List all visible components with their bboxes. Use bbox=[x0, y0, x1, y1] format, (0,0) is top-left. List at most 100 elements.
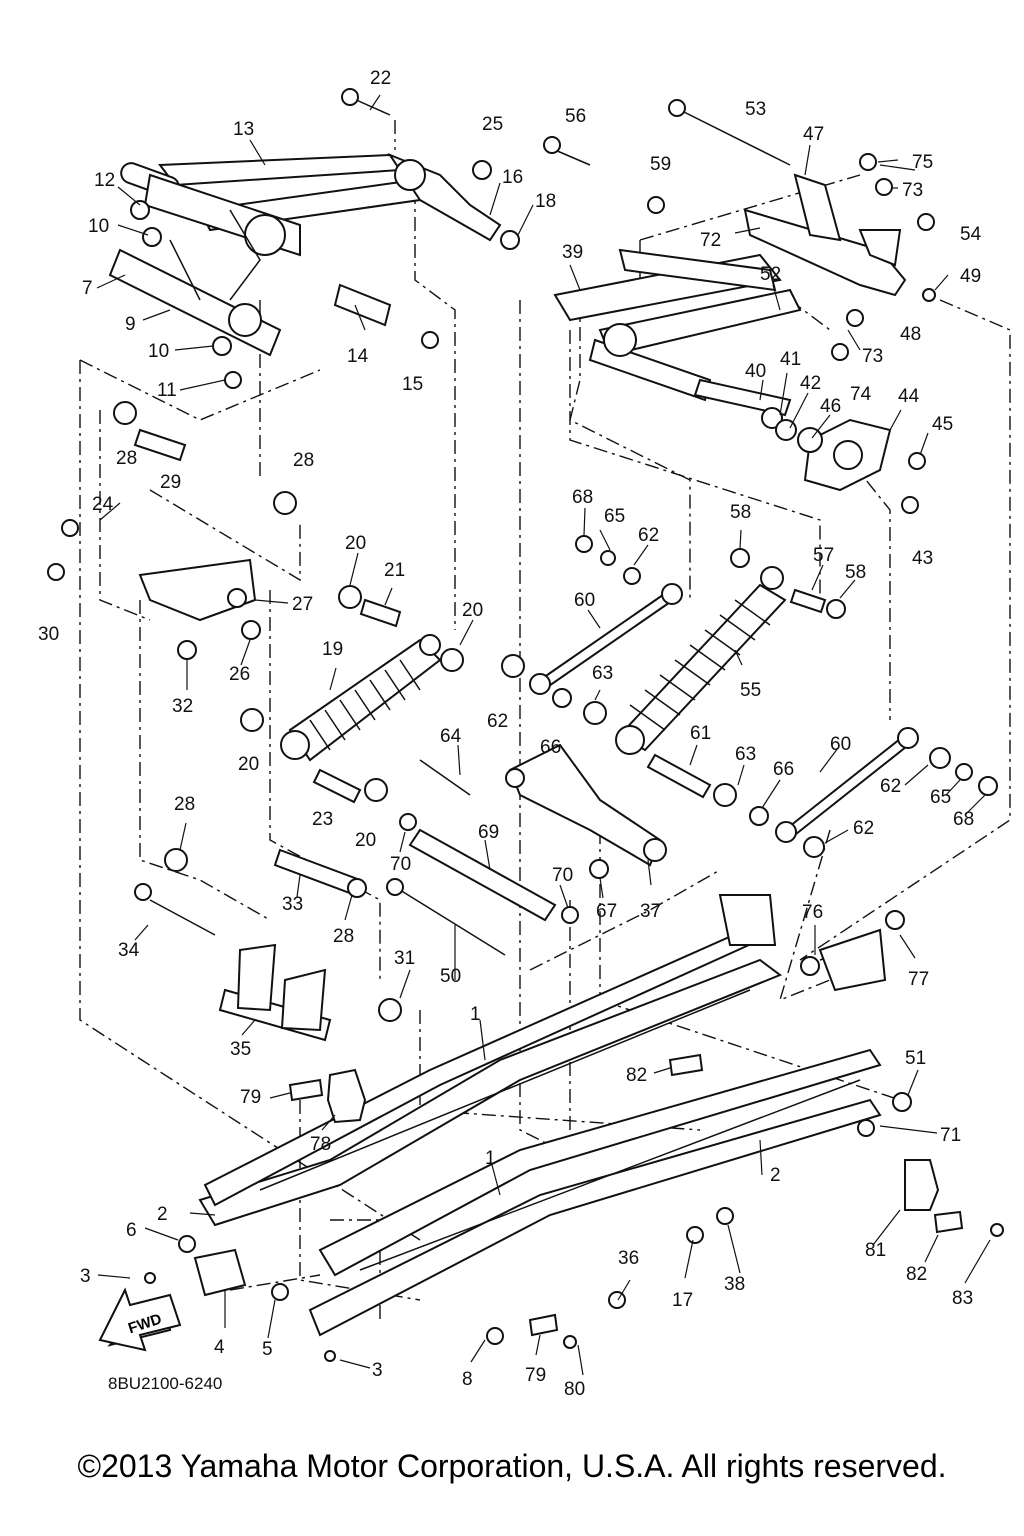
callout-30: 30 bbox=[38, 624, 59, 645]
callout-68: 68 bbox=[572, 487, 593, 508]
callout-75: 75 bbox=[912, 152, 933, 173]
callout-70: 70 bbox=[552, 865, 573, 886]
rods-and-shafts bbox=[133, 94, 919, 961]
callout-73: 73 bbox=[862, 346, 883, 367]
callout-10: 10 bbox=[88, 216, 109, 237]
rear-bracket-37 bbox=[505, 743, 667, 867]
callout-47: 47 bbox=[803, 124, 824, 145]
callout-68: 68 bbox=[953, 809, 974, 830]
copyright-footer: ©2013 Yamaha Motor Corporation, U.S.A. A… bbox=[77, 1448, 947, 1484]
callout-2: 2 bbox=[770, 1165, 781, 1186]
callout-28: 28 bbox=[116, 448, 137, 469]
front-shock-19 bbox=[280, 634, 442, 762]
callout-9: 9 bbox=[125, 314, 136, 335]
callout-71: 71 bbox=[940, 1125, 961, 1146]
callout-65: 65 bbox=[930, 787, 951, 808]
front-arm-assembly bbox=[108, 152, 520, 357]
callout-39: 39 bbox=[562, 242, 583, 263]
callout-14: 14 bbox=[347, 346, 369, 367]
callout-20: 20 bbox=[238, 754, 259, 775]
callout-43: 43 bbox=[912, 548, 933, 569]
bushings-and-nuts bbox=[47, 88, 1004, 1362]
callout-24: 24 bbox=[92, 494, 114, 515]
fwd-arrow: FWD bbox=[98, 1287, 182, 1352]
callout-26: 26 bbox=[229, 664, 250, 685]
mount-plate-44 bbox=[761, 407, 892, 492]
callout-63: 63 bbox=[735, 744, 756, 765]
drawing-code: 8BU2100-6240 bbox=[108, 1374, 222, 1393]
rear-arm-assembly bbox=[553, 173, 907, 417]
callout-20: 20 bbox=[355, 830, 376, 851]
callouts: 22 13 25 16 18 12 10 7 9 10 11 14 15 28 … bbox=[38, 68, 982, 1400]
callout-40: 40 bbox=[745, 361, 766, 382]
callout-51: 51 bbox=[905, 1048, 926, 1069]
callout-12: 12 bbox=[94, 170, 115, 191]
callout-17: 17 bbox=[672, 1290, 693, 1311]
callout-41: 41 bbox=[780, 349, 801, 370]
callout-55: 55 bbox=[740, 680, 761, 701]
callout-20: 20 bbox=[345, 533, 366, 554]
callout-79: 79 bbox=[240, 1087, 261, 1108]
callout-64: 64 bbox=[440, 726, 462, 747]
callout-2: 2 bbox=[157, 1204, 168, 1225]
callout-60: 60 bbox=[830, 734, 851, 755]
callout-62: 62 bbox=[880, 776, 901, 797]
callout-58: 58 bbox=[730, 502, 751, 523]
callout-1: 1 bbox=[470, 1004, 481, 1025]
callout-25: 25 bbox=[482, 114, 503, 135]
callout-72: 72 bbox=[700, 230, 721, 251]
callout-65: 65 bbox=[604, 506, 625, 527]
callout-54: 54 bbox=[960, 224, 982, 245]
callout-60: 60 bbox=[574, 590, 595, 611]
callout-4: 4 bbox=[214, 1337, 225, 1358]
callout-28: 28 bbox=[333, 926, 354, 947]
callout-3: 3 bbox=[372, 1360, 383, 1381]
callout-37: 37 bbox=[640, 901, 661, 922]
callout-15: 15 bbox=[402, 374, 423, 395]
callout-73: 73 bbox=[902, 180, 923, 201]
callout-6: 6 bbox=[126, 1220, 137, 1241]
callout-8: 8 bbox=[462, 1369, 473, 1390]
callout-61: 61 bbox=[690, 723, 711, 744]
callout-22: 22 bbox=[370, 68, 391, 89]
callout-66: 66 bbox=[773, 759, 794, 780]
callout-70: 70 bbox=[390, 854, 411, 875]
leader-lines bbox=[96, 94, 991, 1376]
callout-62: 62 bbox=[487, 711, 508, 732]
callout-21: 21 bbox=[384, 560, 405, 581]
callout-28: 28 bbox=[174, 794, 195, 815]
callout-62: 62 bbox=[638, 525, 659, 546]
callout-3: 3 bbox=[80, 1266, 91, 1287]
callout-36: 36 bbox=[618, 1248, 639, 1269]
callout-76: 76 bbox=[802, 902, 823, 923]
callout-62: 62 bbox=[853, 818, 874, 839]
callout-18: 18 bbox=[535, 191, 556, 212]
callout-77: 77 bbox=[908, 969, 929, 990]
callout-80: 80 bbox=[564, 1379, 585, 1400]
parts-diagram: FWD 22 13 25 16 18 12 10 7 9 10 11 14 15… bbox=[38, 68, 1011, 1400]
callout-52: 52 bbox=[760, 264, 781, 285]
callout-49: 49 bbox=[960, 266, 981, 287]
callout-81: 81 bbox=[865, 1240, 886, 1261]
callout-19: 19 bbox=[322, 639, 343, 660]
callout-56: 56 bbox=[565, 106, 586, 127]
callout-83: 83 bbox=[952, 1288, 973, 1309]
callout-13: 13 bbox=[233, 119, 254, 140]
callout-66: 66 bbox=[540, 737, 561, 758]
callout-78: 78 bbox=[310, 1134, 331, 1155]
callout-11: 11 bbox=[157, 380, 177, 401]
callout-38: 38 bbox=[724, 1274, 745, 1295]
front-pivot-35 bbox=[138, 558, 402, 1042]
callout-58: 58 bbox=[845, 562, 866, 583]
callout-42: 42 bbox=[800, 373, 821, 394]
callout-20: 20 bbox=[462, 600, 483, 621]
callout-35: 35 bbox=[230, 1039, 251, 1060]
callout-74: 74 bbox=[850, 384, 872, 405]
callout-50: 50 bbox=[440, 966, 461, 987]
callout-48: 48 bbox=[900, 324, 921, 345]
callout-82: 82 bbox=[626, 1065, 647, 1086]
callout-34: 34 bbox=[118, 940, 140, 961]
callout-7: 7 bbox=[82, 278, 93, 299]
callout-69: 69 bbox=[478, 822, 499, 843]
callout-23: 23 bbox=[312, 809, 333, 830]
